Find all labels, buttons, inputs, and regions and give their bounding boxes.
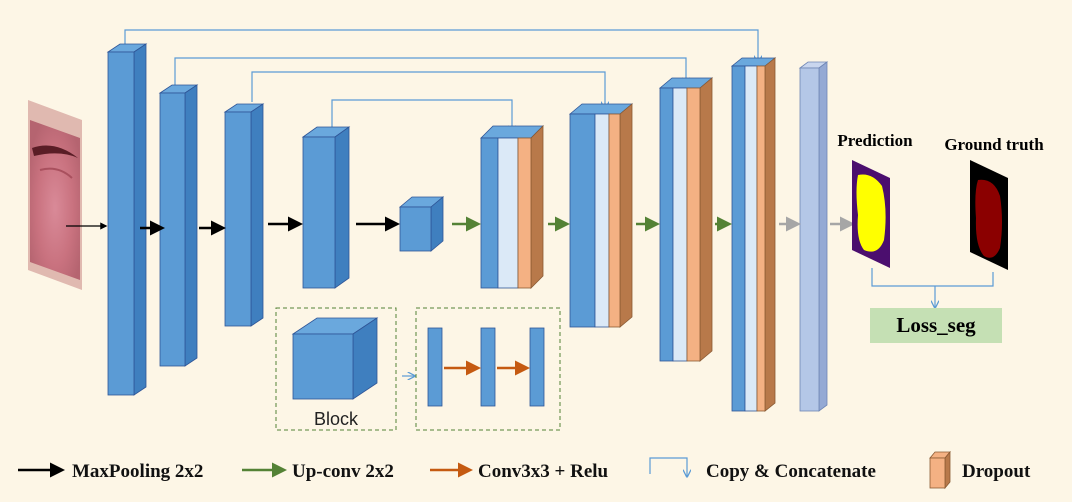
decoder-block-1 bbox=[480, 125, 544, 289]
legend-upconv: Up-conv 2x2 bbox=[242, 461, 394, 482]
output-layer bbox=[798, 61, 829, 412]
svg-text:Dropout: Dropout bbox=[962, 461, 1031, 482]
maxpool-arrows bbox=[140, 216, 400, 236]
ground-truth-mask bbox=[970, 160, 1008, 270]
loss-connector bbox=[871, 268, 994, 307]
legend-maxpool: MaxPooling 2x2 bbox=[18, 461, 203, 482]
loss-box bbox=[870, 308, 1002, 343]
decoder-block-2 bbox=[568, 103, 634, 328]
bottleneck-block bbox=[398, 196, 445, 252]
legend-conv: Conv3x3 + Relu bbox=[430, 461, 609, 482]
skip-connection-1 bbox=[124, 29, 758, 62]
decoder-block-3 bbox=[658, 77, 714, 362]
ground-truth-label: Ground truth bbox=[944, 135, 1044, 154]
legend: MaxPooling 2x2 Up-conv 2x2 Conv3x3 + Rel… bbox=[18, 450, 1031, 490]
prediction-label: Prediction bbox=[837, 131, 913, 150]
svg-text:MaxPooling 2x2: MaxPooling 2x2 bbox=[72, 461, 203, 482]
block-label: Block bbox=[314, 409, 359, 429]
encoder-block-4 bbox=[301, 126, 351, 289]
loss-label: Loss_seg bbox=[896, 313, 976, 337]
encoder-block-1 bbox=[106, 43, 148, 396]
skip-connection-2 bbox=[174, 57, 686, 90]
encoder-block-3 bbox=[223, 103, 265, 327]
legend-copy: Copy & Concatenate bbox=[649, 457, 876, 482]
block-inset: Block bbox=[275, 307, 397, 431]
skip-connection-3 bbox=[251, 71, 605, 108]
input-image bbox=[28, 100, 82, 290]
svg-text:Up-conv 2x2: Up-conv 2x2 bbox=[292, 461, 394, 482]
svg-text:Conv3x3 + Relu: Conv3x3 + Relu bbox=[478, 461, 609, 482]
prediction-mask bbox=[852, 160, 890, 268]
conv-layers-inset bbox=[415, 307, 561, 431]
decoder-block-4 bbox=[730, 57, 777, 412]
skip-connections bbox=[124, 29, 758, 132]
svg-text:Copy & Concatenate: Copy & Concatenate bbox=[706, 461, 876, 482]
encoder-block-2 bbox=[158, 84, 199, 367]
skip-connection-4 bbox=[331, 99, 512, 132]
legend-dropout: Dropout bbox=[929, 450, 1031, 490]
